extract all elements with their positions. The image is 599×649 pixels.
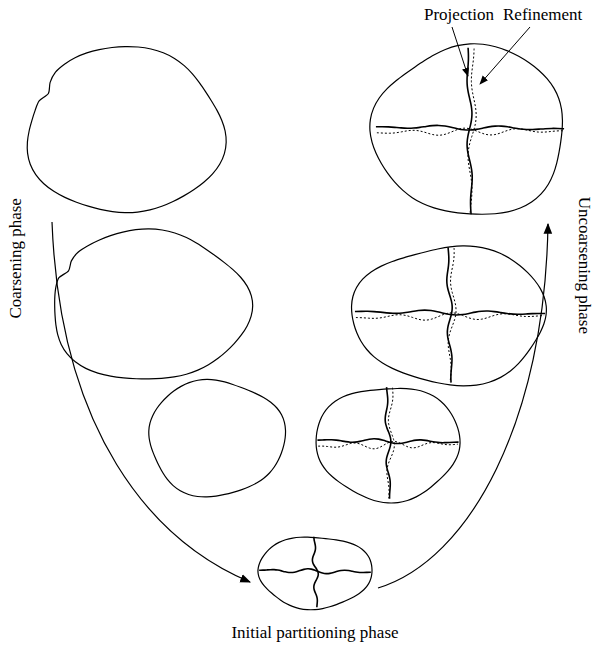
graph-outline <box>27 47 226 213</box>
projected-partition <box>356 313 544 320</box>
phase-label: Initial partitioning phase <box>231 624 398 643</box>
partition-line <box>376 125 564 130</box>
leader-line <box>480 27 530 84</box>
graph-outline <box>258 537 372 610</box>
graph-outline <box>149 379 286 496</box>
phase-label: Uncoarsening phase <box>575 196 594 333</box>
projected-partition <box>468 49 476 214</box>
graph-outline <box>352 246 547 386</box>
graph-outlines <box>27 44 564 610</box>
partition-line <box>259 569 371 574</box>
projected-partition <box>377 128 563 135</box>
uncoarsening-arrow <box>378 224 548 588</box>
phase-label: Coarsening phase <box>7 198 26 318</box>
projected-partition <box>318 441 458 448</box>
leader-line <box>452 27 468 76</box>
callout-label: Refinement <box>503 6 582 25</box>
projected-partition <box>448 248 456 382</box>
coarsening-arrow <box>52 222 250 582</box>
callout-label: Projection <box>424 6 494 25</box>
graph-outline <box>55 229 253 379</box>
